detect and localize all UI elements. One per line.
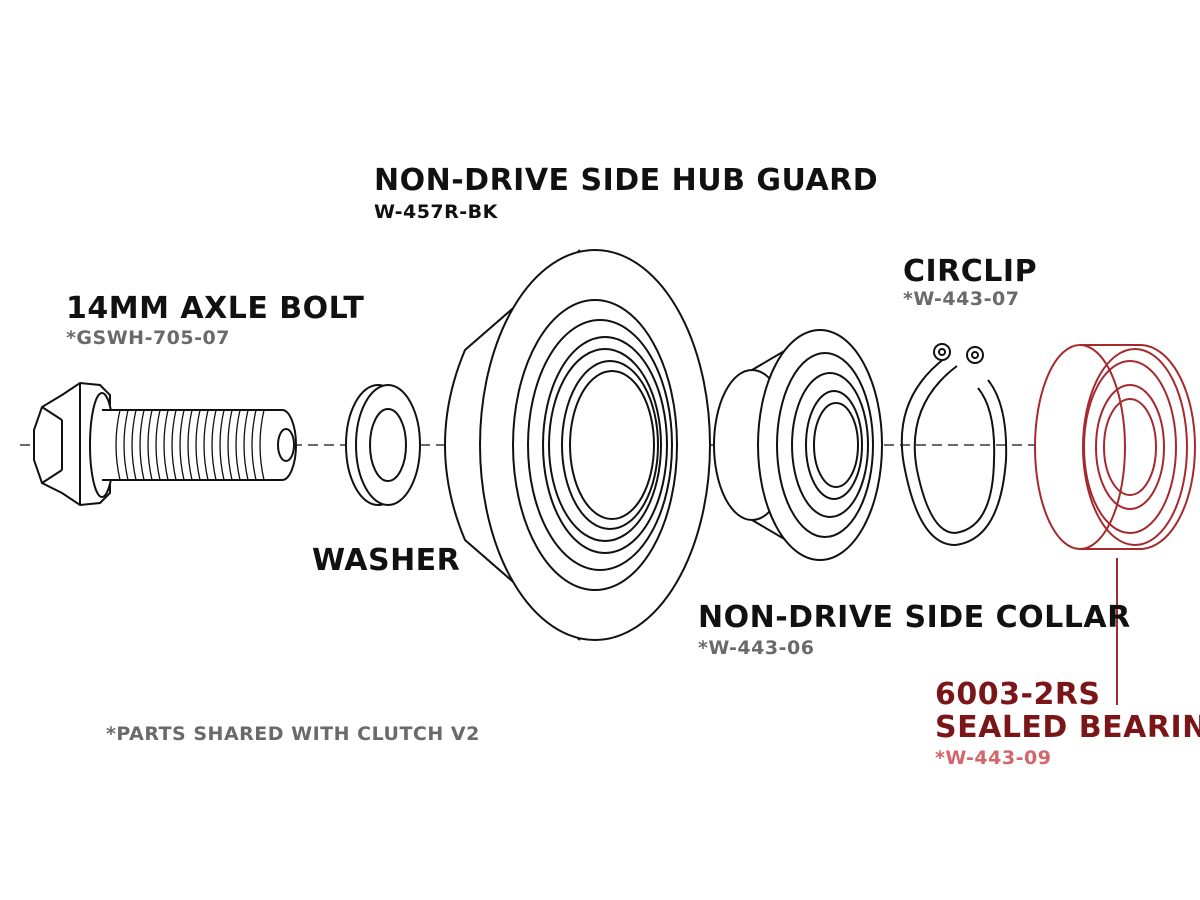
- axle-bolt-threads: [115, 409, 265, 481]
- hub-guard-drawing: [444, 249, 711, 641]
- footnote: *PARTS SHARED WITH CLUTCH V2: [106, 723, 480, 745]
- bearing-code: *W-443-09: [935, 747, 1052, 769]
- washer-drawing: [345, 384, 421, 506]
- bearing-title-line1: 6003-2RS: [935, 677, 1101, 712]
- circlip-title: CIRCLIP: [903, 254, 1038, 289]
- bearing-title-line2: SEALED BEARING: [935, 710, 1200, 745]
- washer-title: WASHER: [312, 543, 461, 578]
- collar-code: *W-443-06: [698, 637, 815, 659]
- axle-bolt-title: 14MM AXLE BOLT: [66, 291, 365, 326]
- axle-bolt-code: *GSWH-705-07: [66, 327, 230, 349]
- hub-guard-code: W-457R-BK: [374, 201, 498, 223]
- axle-bolt-drawing: [33, 381, 297, 507]
- circlip-drawing: [900, 343, 1008, 547]
- bearing-drawing: [1034, 344, 1196, 705]
- collar-drawing: [713, 329, 883, 561]
- collar-title: NON-DRIVE SIDE COLLAR: [698, 600, 1131, 635]
- circlip-code: *W-443-07: [903, 288, 1020, 310]
- hub-guard-title: NON-DRIVE SIDE HUB GUARD: [374, 163, 879, 198]
